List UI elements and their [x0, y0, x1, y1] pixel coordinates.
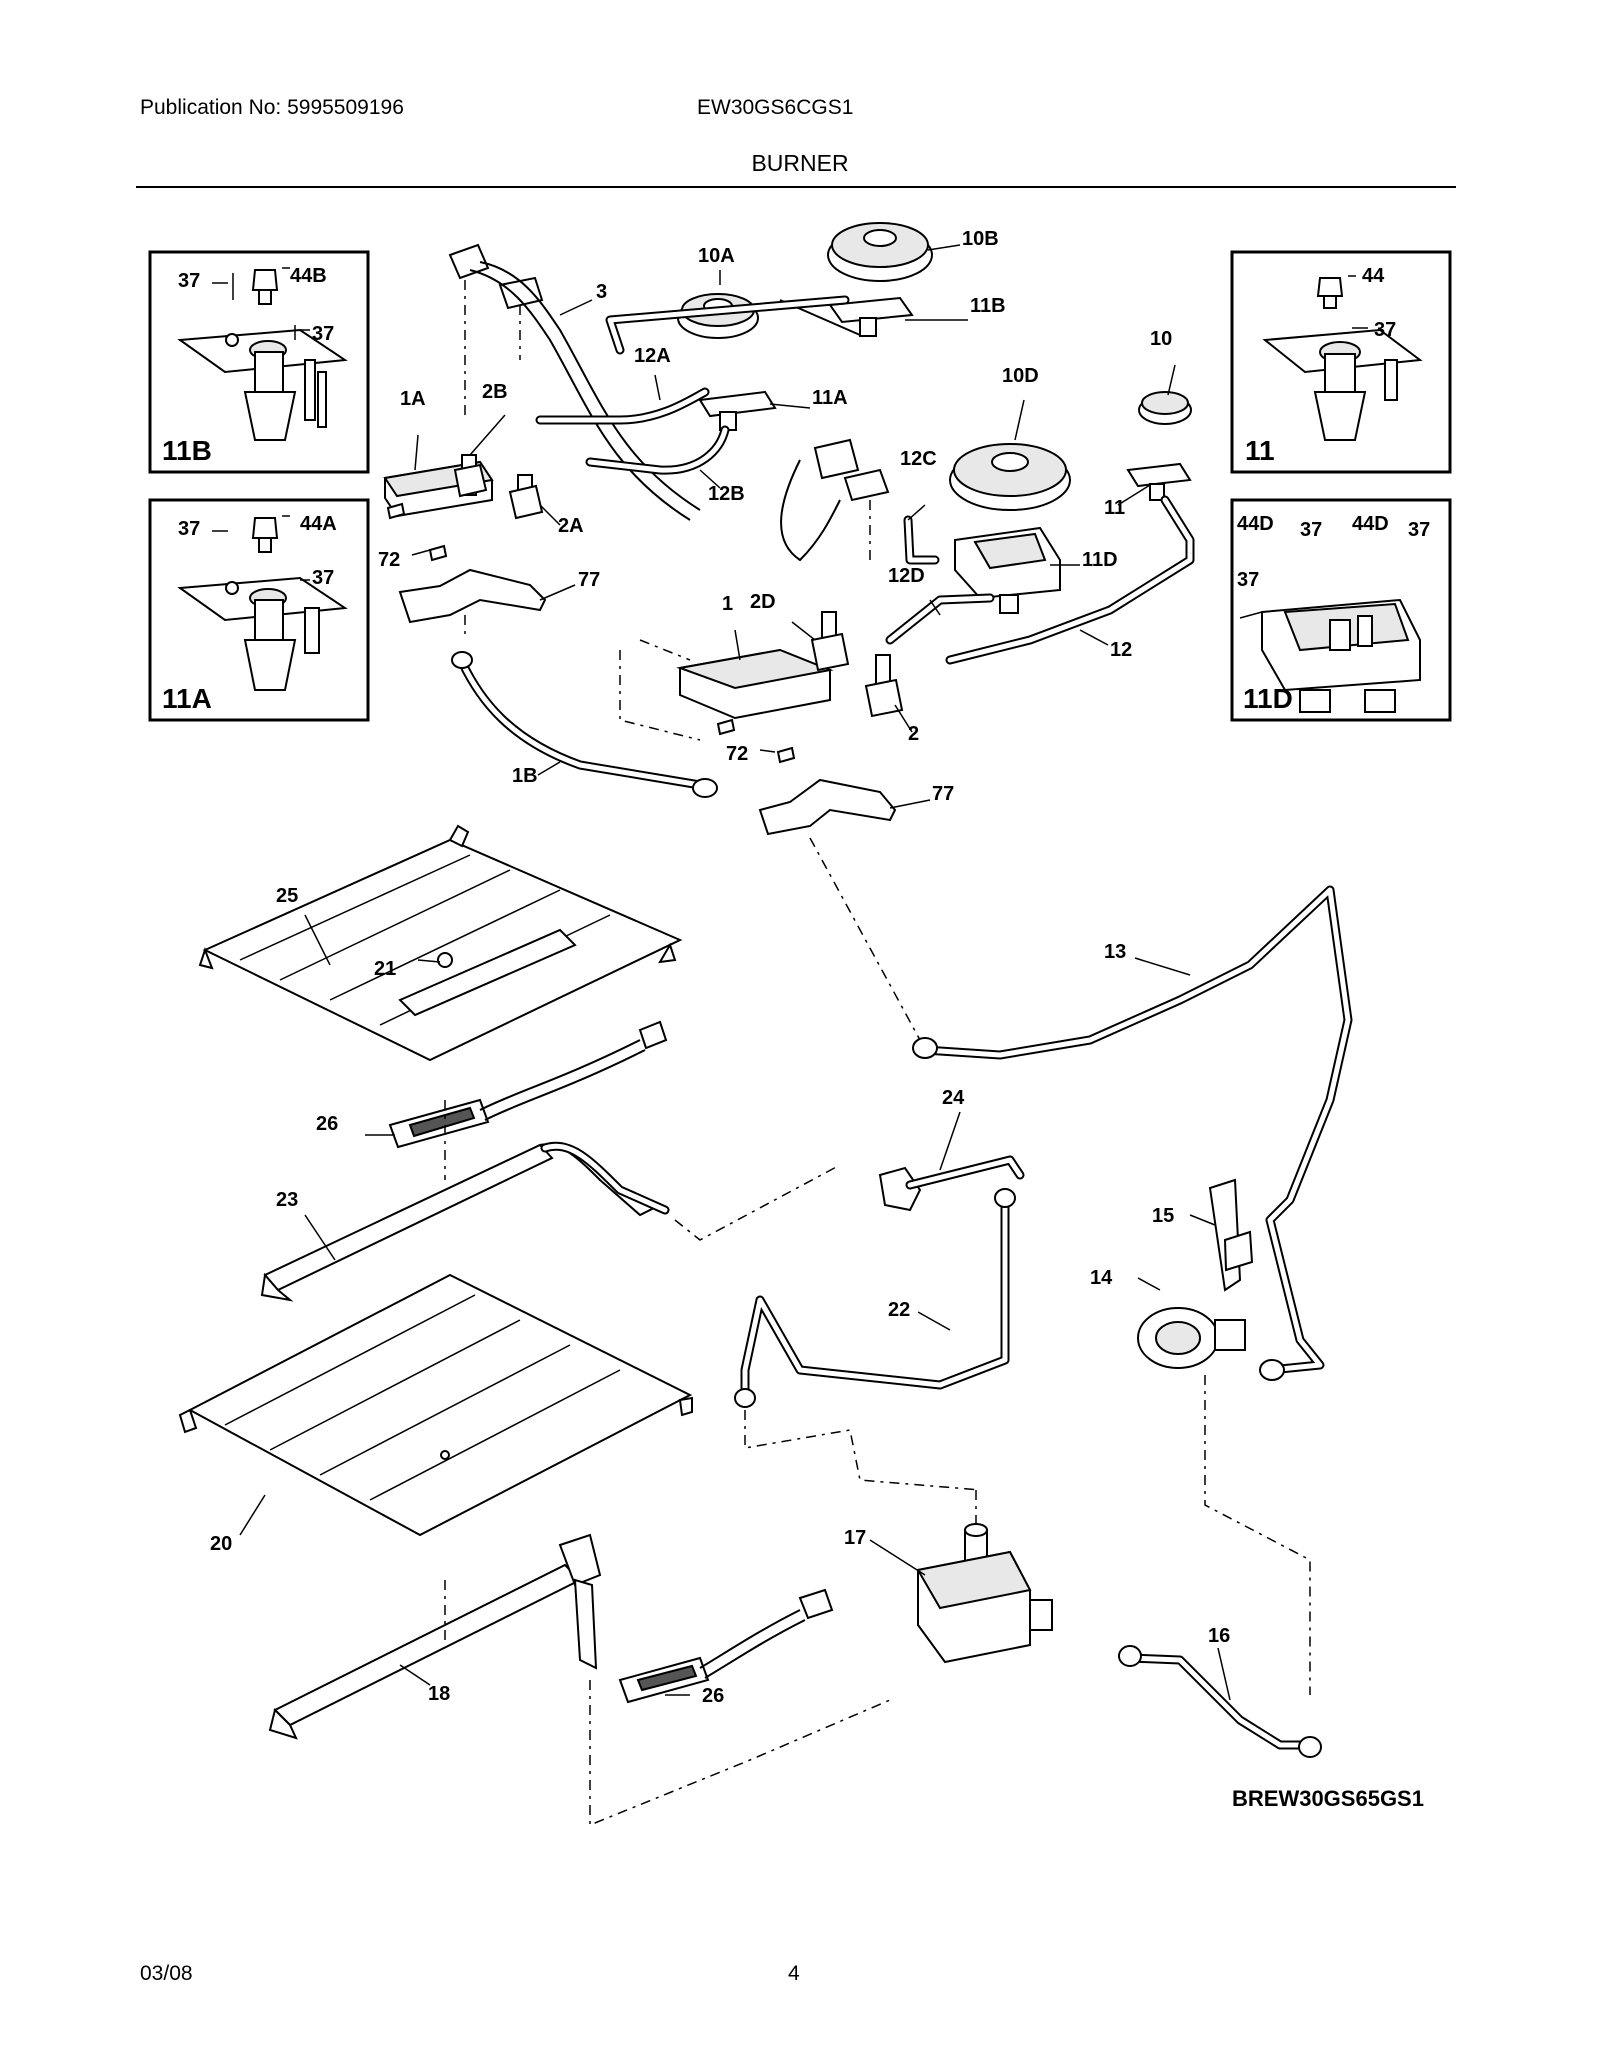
leader-lines: [239, 244, 1231, 1701]
callout-10a: 10A: [698, 245, 735, 267]
callout-10b: 10B: [962, 228, 999, 250]
callout-37: 37: [1408, 519, 1430, 541]
model-number: EW30GS6CGS1: [697, 96, 854, 119]
callout-12d: 12D: [888, 565, 925, 587]
callout-77: 77: [932, 783, 954, 805]
callout-26: 26: [702, 1685, 724, 1707]
callout-11a: 11A: [812, 387, 848, 409]
callout-1: 1: [722, 593, 733, 615]
footer-date: 03/08: [140, 1962, 193, 1985]
inset-title-11b: 11B: [162, 435, 212, 466]
callout-14: 14: [1090, 1267, 1113, 1289]
callout-37: 37: [312, 567, 334, 589]
page-number: 4: [788, 1962, 800, 1985]
callout-15: 15: [1152, 1205, 1174, 1227]
callout-2a: 2A: [558, 515, 584, 537]
callout-12b: 12B: [708, 483, 745, 505]
callout-12a: 12A: [634, 345, 671, 367]
inset-11a: 11A 37 44A 37: [148, 498, 370, 722]
callout-21: 21: [374, 958, 396, 980]
callout-16: 16: [1208, 1625, 1230, 1647]
callout-44d: 44D: [1352, 513, 1389, 535]
callout-37: 37: [1300, 519, 1322, 541]
callout-10d: 10D: [1002, 365, 1039, 387]
callout-13: 13: [1104, 941, 1126, 963]
callout-11b: 11B: [970, 295, 1006, 317]
inset-11: 11 44 37: [1230, 250, 1452, 474]
callout-37: 37: [178, 518, 200, 540]
inset-title-11: 11: [1245, 435, 1275, 466]
oven-bake-assembly: [178, 1273, 1322, 1827]
callout-37: 37: [1374, 319, 1396, 341]
callout-2d: 2D: [750, 591, 776, 613]
publication-number: Publication No: 5995509196: [140, 96, 404, 119]
callout-labels: 3 10A 10B 11B 12A 1A 2B 11A 10D 10 12C 1…: [210, 228, 1230, 1707]
callout-11: 11: [1104, 497, 1125, 519]
callout-17: 17: [844, 1527, 866, 1549]
callout-1a: 1A: [400, 388, 426, 410]
inset-title-11d: 11D: [1243, 683, 1293, 714]
callout-2b: 2B: [482, 381, 508, 403]
callout-44a: 44A: [300, 513, 337, 535]
callout-2: 2: [908, 723, 919, 745]
callout-37: 37: [178, 270, 200, 292]
callout-1b: 1B: [512, 765, 538, 787]
callout-44b: 44B: [290, 265, 327, 287]
inset-title-11a: 11A: [162, 683, 212, 714]
callout-12: 12: [1110, 639, 1132, 661]
callout-20: 20: [210, 1533, 232, 1555]
callout-22: 22: [888, 1299, 910, 1321]
callout-72: 72: [378, 549, 400, 571]
callout-25: 25: [276, 885, 298, 907]
callout-26: 26: [316, 1113, 338, 1135]
callout-10: 10: [1150, 328, 1172, 350]
top-burner-assembly: [383, 222, 1195, 1041]
callout-11d: 11D: [1082, 549, 1118, 571]
section-title: BURNER: [751, 150, 849, 176]
callout-24: 24: [942, 1087, 965, 1109]
callout-37: 37: [312, 323, 334, 345]
callout-72: 72: [726, 743, 748, 765]
callout-12c: 12C: [900, 448, 937, 470]
inset-11d: 11D 44D 37 44D 37 37: [1230, 498, 1452, 722]
callout-23: 23: [276, 1189, 298, 1211]
callout-37: 37: [1237, 569, 1259, 591]
header-rule: [136, 186, 1456, 188]
callout-18: 18: [428, 1683, 450, 1705]
callout-44: 44: [1362, 265, 1385, 287]
oven-broil-assembly: [198, 824, 1353, 1695]
callout-44d: 44D: [1237, 513, 1274, 535]
inset-11b: 11B 37 44B 37: [148, 250, 370, 474]
callout-77: 77: [578, 569, 600, 591]
callout-3: 3: [596, 281, 607, 303]
diagram-code: BREW30GS65GS1: [1232, 1786, 1424, 1811]
